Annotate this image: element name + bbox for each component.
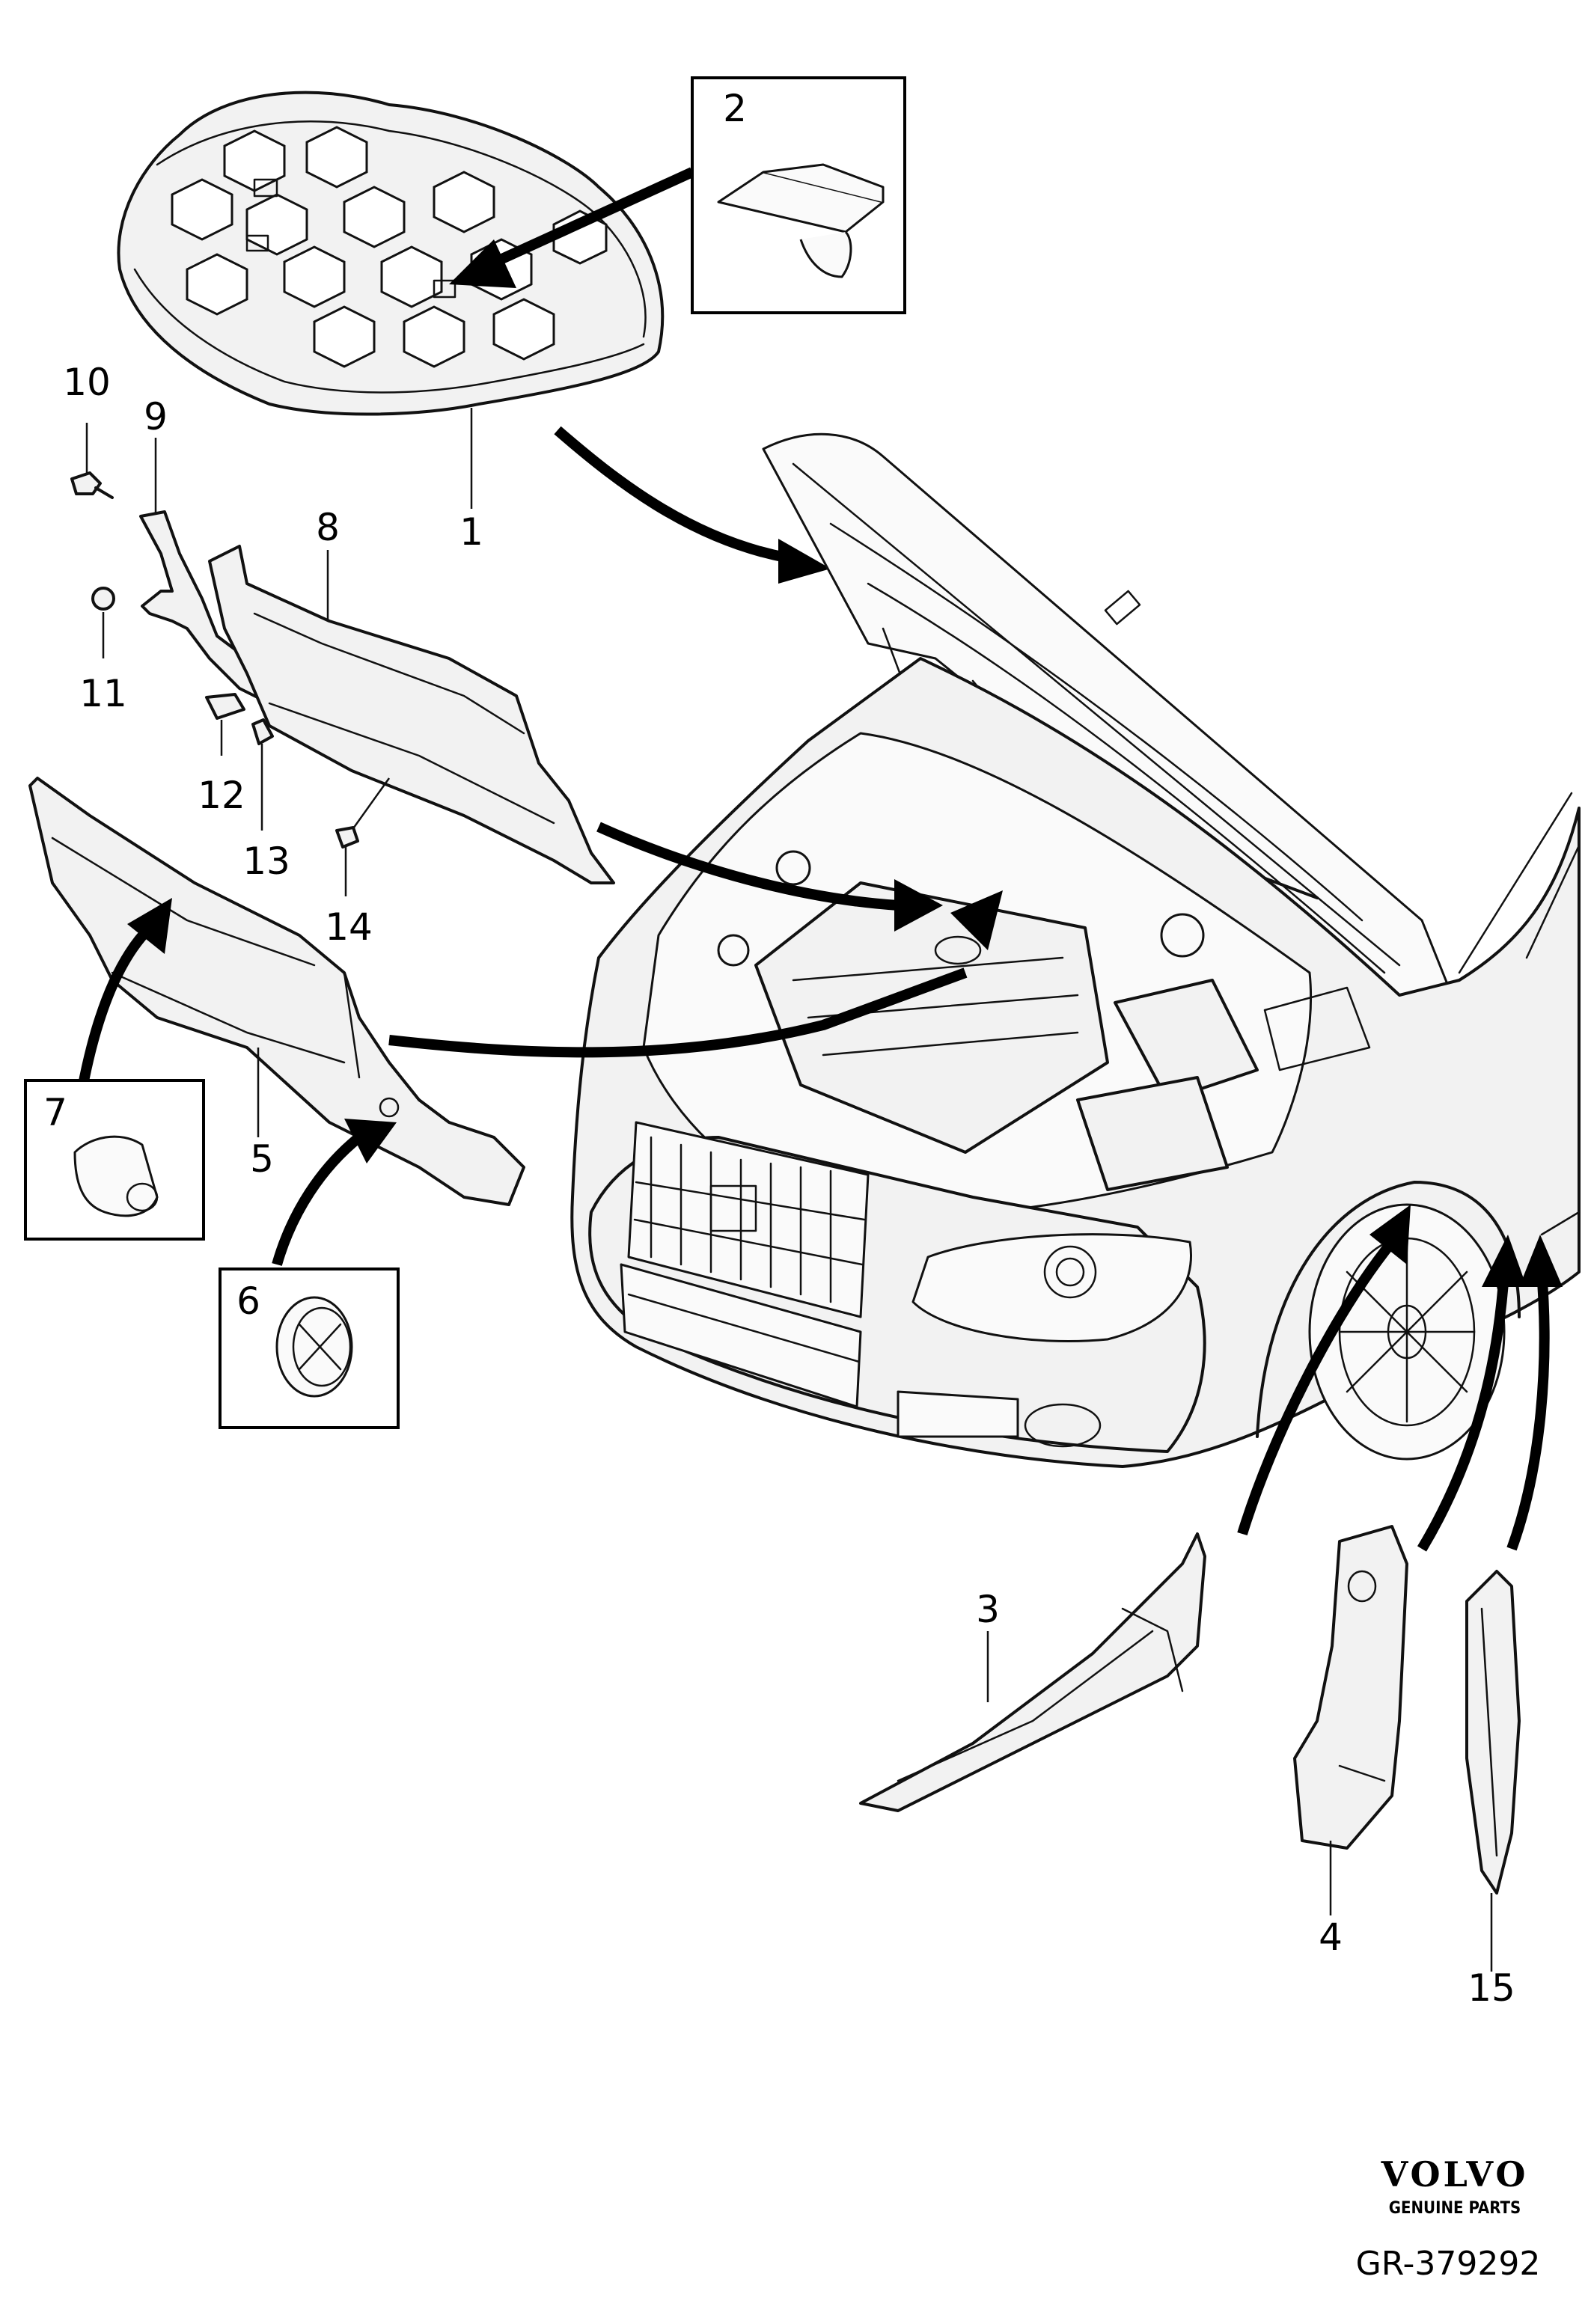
part-15-arch-seal [1465,1570,1521,1972]
callout-13: 13 [242,840,290,883]
callout-8: 8 [316,506,340,549]
callout-1: 1 [459,510,483,554]
callout-12: 12 [198,774,245,817]
part-13-clip [251,718,274,831]
arrow-7-to-part5 [77,898,172,1090]
part-4-arch-liner-rear [1293,1525,1408,1915]
callout-2: 2 [723,87,747,130]
callout-5: 5 [250,1137,274,1181]
callout-9: 9 [144,395,168,438]
part-1-hood-insulation [117,91,665,509]
callout-11: 11 [79,672,127,715]
detail-box-6 [219,1268,400,1429]
part-8-cowl-panel [208,545,615,884]
diagram-reference: GR-379292 [1356,2245,1541,2283]
callout-6: 6 [236,1279,260,1323]
arrow-4-to-arch [1417,1235,1527,1552]
callout-10: 10 [63,361,111,404]
detail-box-2 [691,76,906,314]
part-11-nut [91,587,115,658]
brand-tagline: GENUINE PARTS [1389,2199,1521,2218]
part-12-clip [205,693,245,756]
arrow-8-to-engine [596,822,943,932]
part-9-bracket [139,438,286,705]
part-14-screw [335,826,359,896]
arrow-6-to-part5 [272,1119,397,1266]
arrow-3-to-arch [1237,1205,1411,1536]
brand-logo: VOLVO [1381,2154,1529,2195]
part-5-lower-cover [28,777,525,1206]
callout-14: 14 [325,905,373,949]
callout-7: 7 [43,1091,67,1134]
callout-3: 3 [976,1588,1000,1631]
arrow-5-to-engine [388,890,1003,1058]
detail-box-7 [24,1079,205,1241]
arrow-2-to-pad [449,167,694,288]
part-3-arch-liner-front [859,1532,1206,1812]
arrow-15-to-arch [1506,1235,1563,1551]
part-10-bolt [70,423,114,499]
callout-4: 4 [1319,1915,1343,1959]
arrow-pad-to-hood [554,426,831,584]
callout-15: 15 [1468,1966,1515,2010]
car-open-hood [570,432,1581,1468]
